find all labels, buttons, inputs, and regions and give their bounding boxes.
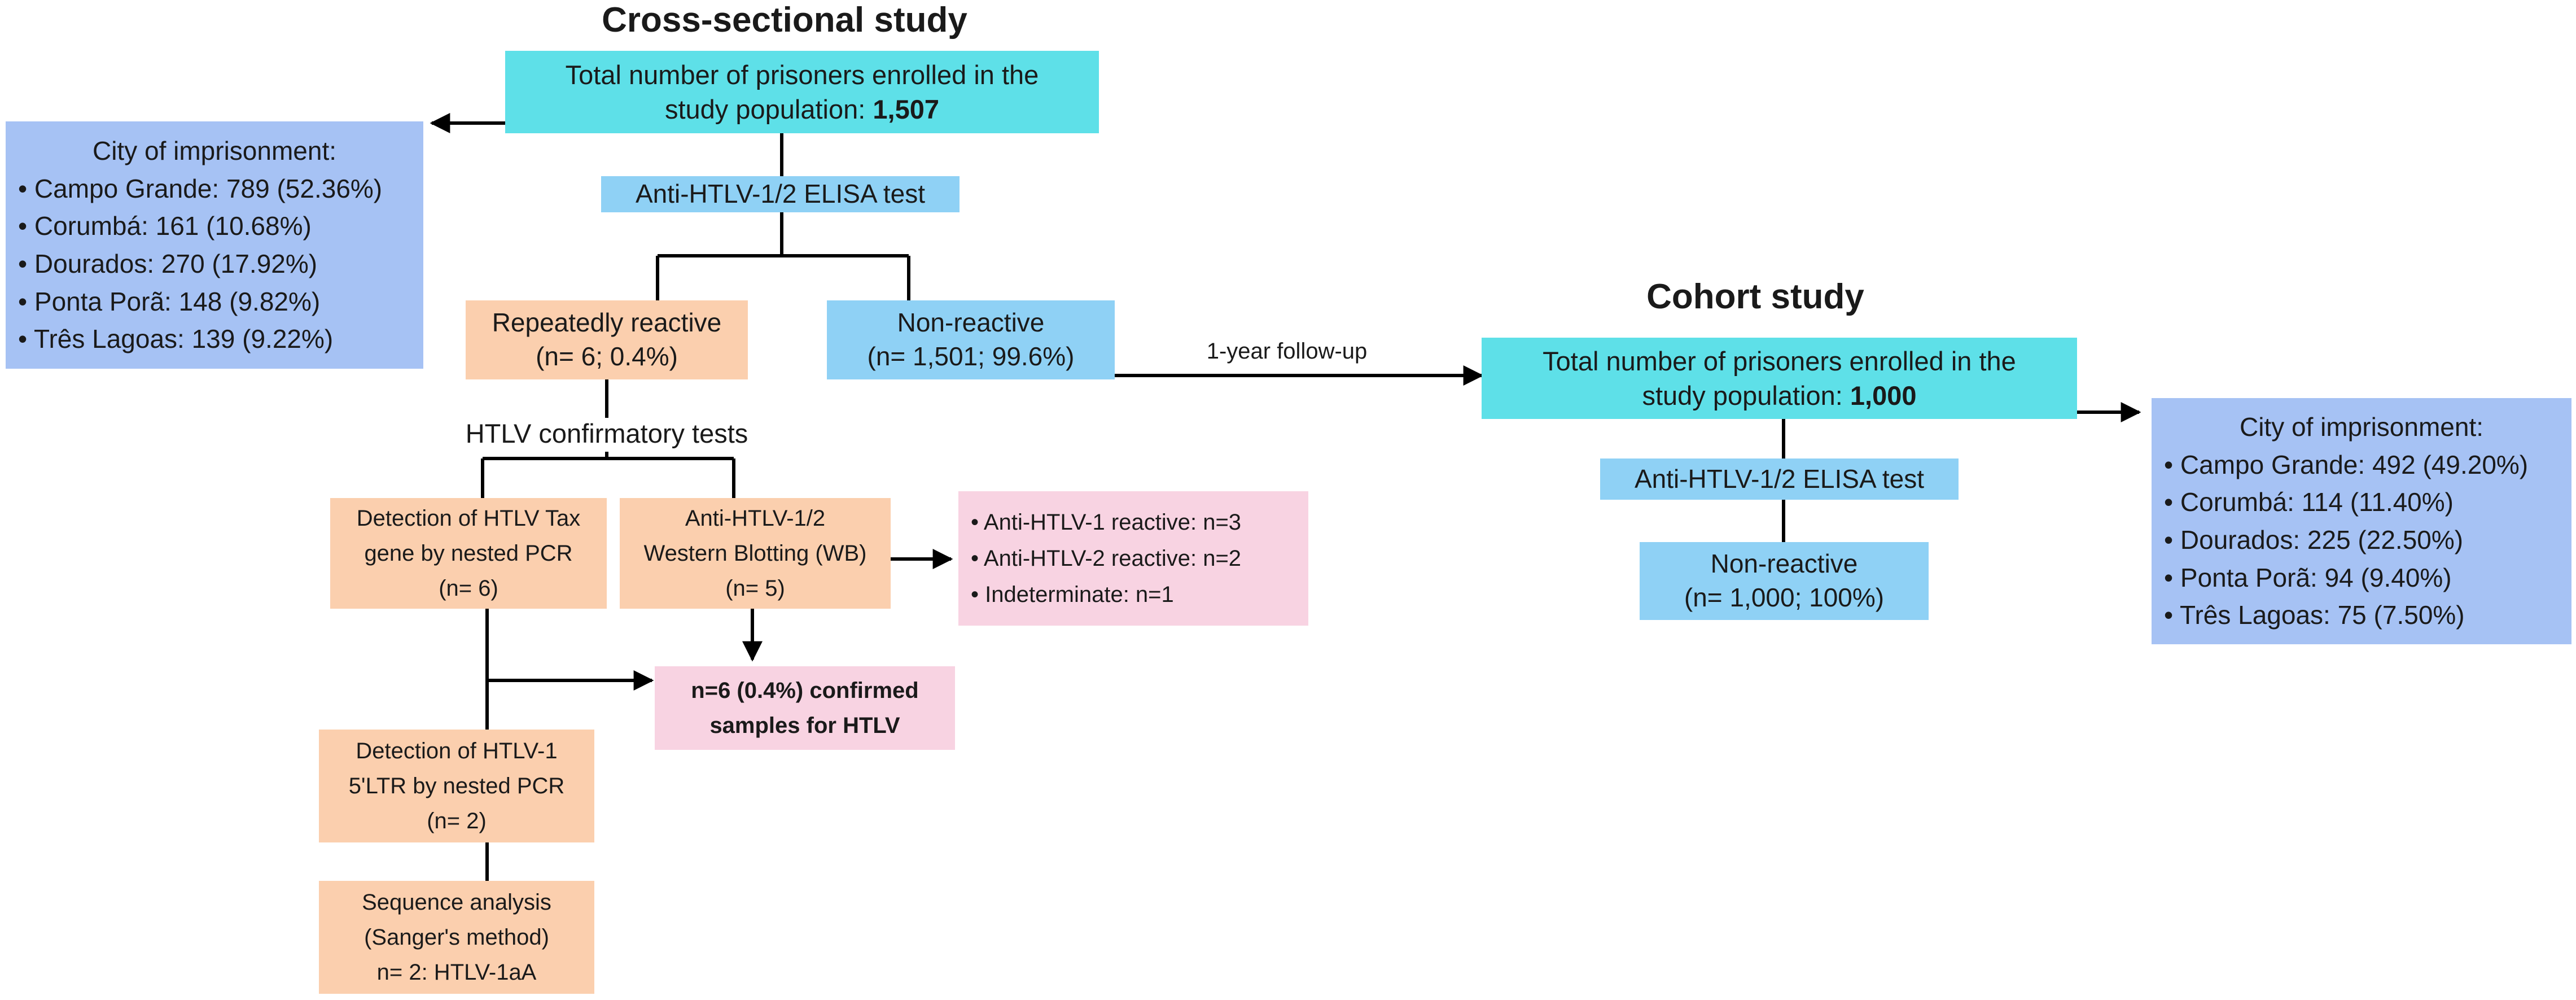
cohort-elisa-box: Anti-HTLV-1/2 ELISA test xyxy=(1600,458,1959,500)
cs-total-line2: study population: 1,507 xyxy=(664,94,940,124)
ltr-pcr-line3: (n= 2) xyxy=(427,809,487,833)
cs-nonreactive-label: Non-reactive xyxy=(897,308,1045,338)
cs-city-item: • Ponta Porã: 148 (9.82%) xyxy=(18,286,321,316)
tax-pcr-line2: gene by nested PCR xyxy=(364,541,573,566)
confirmed-line1: n=6 (0.4%) confirmed xyxy=(691,678,919,703)
repeatedly-reactive-label: Repeatedly reactive xyxy=(492,308,722,338)
sequence-line2: (Sanger's method) xyxy=(364,925,549,950)
cohort-nonreactive-label: Non-reactive xyxy=(1710,549,1858,579)
cohort-city-item: • Três Lagoas: 75 (7.50%) xyxy=(2164,600,2465,630)
cohort-city-item: • Dourados: 225 (22.50%) xyxy=(2164,525,2464,554)
tax-pcr-box: Detection of HTLV Tax gene by nested PCR… xyxy=(330,498,607,609)
cohort-nonreactive-count: (n= 1,000; 100%) xyxy=(1684,583,1885,612)
cs-city-box: City of imprisonment: • Campo Grande: 78… xyxy=(6,121,423,369)
followup-label: 1-year follow-up xyxy=(1206,339,1368,364)
cohort-city-heading: City of imprisonment: xyxy=(2239,412,2483,442)
sequence-line1: Sequence analysis xyxy=(362,890,551,915)
cohort-total-line2: study population: 1,000 xyxy=(1642,381,1917,411)
western-blot-line2: Western Blotting (WB) xyxy=(643,541,867,566)
cs-city-item: • Corumbá: 161 (10.68%) xyxy=(18,211,312,241)
confirmed-line2: samples for HTLV xyxy=(709,713,900,738)
cs-nonreactive-box: Non-reactive (n= 1,501; 99.6%) xyxy=(827,300,1115,379)
sequence-line3: n= 2: HTLV-1aA xyxy=(376,960,537,985)
cohort-total-line1: Total number of prisoners enrolled in th… xyxy=(1543,346,2016,376)
cohort-title: Cohort study xyxy=(1646,277,1864,316)
western-blot-line3: (n= 5) xyxy=(725,576,785,601)
repeatedly-reactive-count: (n= 6; 0.4%) xyxy=(536,342,678,371)
ltr-pcr-box: Detection of HTLV-1 5'LTR by nested PCR … xyxy=(319,730,594,842)
confirmed-box: n=6 (0.4%) confirmed samples for HTLV xyxy=(655,666,955,750)
tax-pcr-line1: Detection of HTLV Tax xyxy=(356,506,581,531)
cs-nonreactive-count: (n= 1,501; 99.6%) xyxy=(867,342,1075,371)
wb-result-item: • Indeterminate: n=1 xyxy=(971,582,1174,607)
cs-city-heading: City of imprisonment: xyxy=(92,136,336,165)
ltr-pcr-line1: Detection of HTLV-1 xyxy=(356,739,558,763)
wb-result-item: • Anti-HTLV-2 reactive: n=2 xyxy=(971,546,1242,571)
cohort-city-item: • Corumbá: 114 (11.40%) xyxy=(2164,487,2454,517)
cs-city-item: • Dourados: 270 (17.92%) xyxy=(18,249,318,278)
cs-city-item: • Campo Grande: 789 (52.36%) xyxy=(18,173,383,203)
cs-total-value: 1,507 xyxy=(873,94,940,124)
confirmatory-label: HTLV confirmatory tests xyxy=(465,418,748,448)
wb-results-box: • Anti-HTLV-1 reactive: n=3 • Anti-HTLV-… xyxy=(958,491,1308,626)
cohort-city-box: City of imprisonment: • Campo Grande: 49… xyxy=(2152,398,2571,644)
tax-pcr-line3: (n= 6) xyxy=(439,576,498,601)
cs-city-item: • Três Lagoas: 139 (9.22%) xyxy=(18,324,334,354)
sequence-analysis-box: Sequence analysis (Sanger's method) n= 2… xyxy=(319,881,594,994)
cs-total-box: Total number of prisoners enrolled in th… xyxy=(505,51,1099,133)
cs-elisa-box: Anti-HTLV-1/2 ELISA test xyxy=(601,176,960,212)
cohort-nonreactive-box: Non-reactive (n= 1,000; 100%) xyxy=(1640,542,1929,620)
western-blot-line1: Anti-HTLV-1/2 xyxy=(685,506,826,531)
repeatedly-reactive-box: Repeatedly reactive (n= 6; 0.4%) xyxy=(466,300,748,379)
cohort-total-value: 1,000 xyxy=(1850,381,1917,411)
ltr-pcr-line2: 5'LTR by nested PCR xyxy=(348,774,565,798)
cohort-city-item: • Ponta Porã: 94 (9.40%) xyxy=(2164,562,2452,592)
western-blot-box: Anti-HTLV-1/2 Western Blotting (WB) (n= … xyxy=(620,498,891,609)
cross-sectional-title: Cross-sectional study xyxy=(602,1,967,40)
cs-total-line1: Total number of prisoners enrolled in th… xyxy=(565,59,1039,90)
wb-result-item: • Anti-HTLV-1 reactive: n=3 xyxy=(971,510,1242,535)
cohort-total-box: Total number of prisoners enrolled in th… xyxy=(1482,338,2077,419)
cohort-city-item: • Campo Grande: 492 (49.20%) xyxy=(2164,449,2529,479)
